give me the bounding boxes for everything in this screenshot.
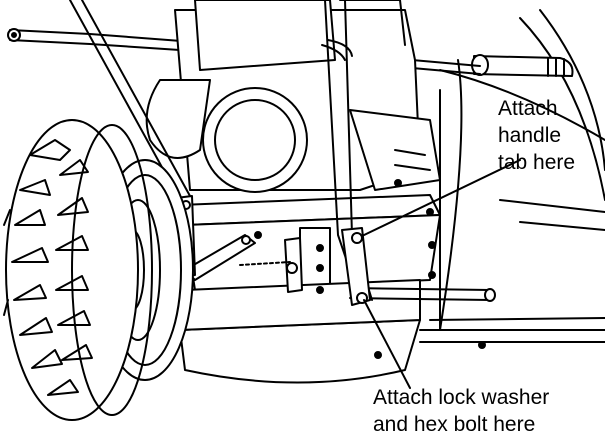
engine-block xyxy=(145,0,441,193)
leader-lines xyxy=(361,159,521,389)
control-linkage xyxy=(184,234,303,293)
chassis-frame xyxy=(179,194,441,384)
callout-lock-washer: Attach lock washer and hex bolt here xyxy=(373,384,549,438)
right-handle-grip xyxy=(471,54,574,77)
callout-handle-tab-line-3: tab here xyxy=(498,151,576,174)
callout-handle-tab-line-2: handle xyxy=(498,124,562,147)
callout-handle-tab: Attach handle tab here xyxy=(498,95,575,176)
callout-handle-tab-line-1: Attach xyxy=(498,97,558,120)
right-handle-rod xyxy=(321,0,373,306)
callout-lock-washer-line-1: Attach lock washer xyxy=(373,386,550,409)
tire xyxy=(3,119,153,421)
callout-lock-washer-line-2: and hex bolt here xyxy=(373,413,536,436)
